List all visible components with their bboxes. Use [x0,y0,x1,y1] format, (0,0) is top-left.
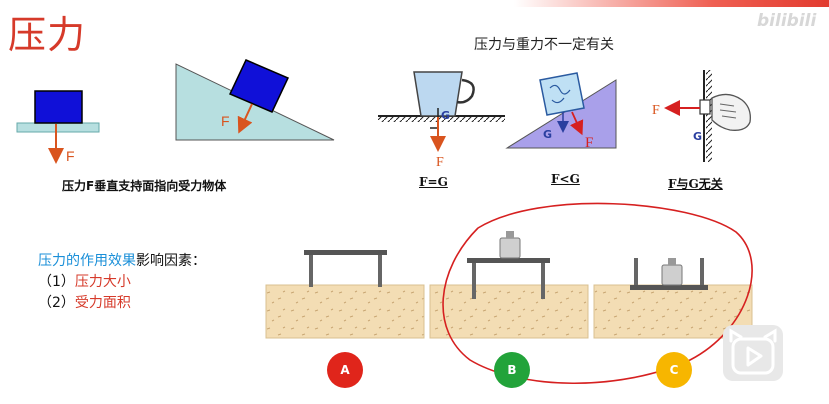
sand-box [265,284,425,339]
effects-heading-colored: 压力的作用效果 [38,253,136,269]
cup-body [413,71,463,117]
hand [711,93,751,131]
block [34,90,83,124]
gravity-label: G [543,128,552,141]
effects-heading-rest: 影响因素： [136,253,206,269]
cup-handle [456,78,475,104]
water-ripple [549,84,571,104]
caption-perpendicular: 压力F垂直支持面指向受力物体 [62,179,227,193]
force-arrow [237,103,253,134]
figure-block-on-incline: F [175,59,335,141]
experiment-A [265,250,425,339]
effects-item-1-prefix: （1） [38,274,75,290]
figure-cup-on-surface: G F [378,71,505,170]
effects-list: 压力的作用效果影响因素： （1）压力大小 （2）受力面积 [38,251,206,314]
table-leg [378,255,382,287]
top-accent-bar [0,0,829,7]
force-label: F [221,113,230,129]
page-title: 压力 [8,13,87,57]
weight-knob [506,231,514,238]
caption-f-unrelated-g: F与G无关 [668,177,723,191]
block [228,59,290,113]
play-icon [729,328,777,375]
caption-f-equals-g: F=G [419,175,448,189]
weight [499,237,521,259]
figure-block-on-floor: F [16,90,100,164]
table-leg [541,263,545,299]
effects-item-2: （2）受力面积 [38,293,206,314]
finger-lines [719,103,737,119]
bilibili-logo: bilibili [757,11,817,31]
marker-c: C [656,352,692,388]
gravity-label: G [441,109,450,122]
marker-a: A [327,352,363,388]
caption-f-less-than-g: F<G [551,172,580,186]
sand-box [429,284,589,339]
headline: 压力与重力不一定有关 [474,37,614,53]
annotation-ellipse [442,202,753,385]
wall-hatch [706,70,712,162]
table-top [304,250,387,255]
force-label: F [436,155,444,170]
effects-heading: 压力的作用效果影响因素： [38,251,206,272]
slope [505,79,617,149]
marker-b: B [494,352,530,388]
force-label: F [585,135,593,151]
gravity-label: G [693,130,702,143]
ground-hatch [378,116,505,122]
weight [661,264,683,286]
effects-item-2-text: 受力面积 [74,295,131,311]
glass-block [539,72,585,116]
force-arrow [570,111,584,136]
force-label: F [66,148,75,164]
experiment-B [429,231,589,339]
floor-plate [16,122,100,133]
table-leg [309,255,313,287]
table-leg [700,258,704,285]
play-button[interactable] [723,325,783,381]
effects-item-1-text: 压力大小 [74,274,131,290]
figure-hand-on-wall: F G [652,70,751,162]
table-leg [634,258,638,285]
table-leg [472,263,476,299]
effects-item-2-prefix: （2） [38,295,75,311]
force-label: F [652,103,660,118]
table-top [467,258,550,263]
figure-object-on-slope: G F [505,72,617,151]
weight-knob [668,258,676,265]
effects-item-1: （1）压力大小 [38,272,206,293]
pressed-object [699,99,711,115]
table-top-inverted [630,285,708,290]
